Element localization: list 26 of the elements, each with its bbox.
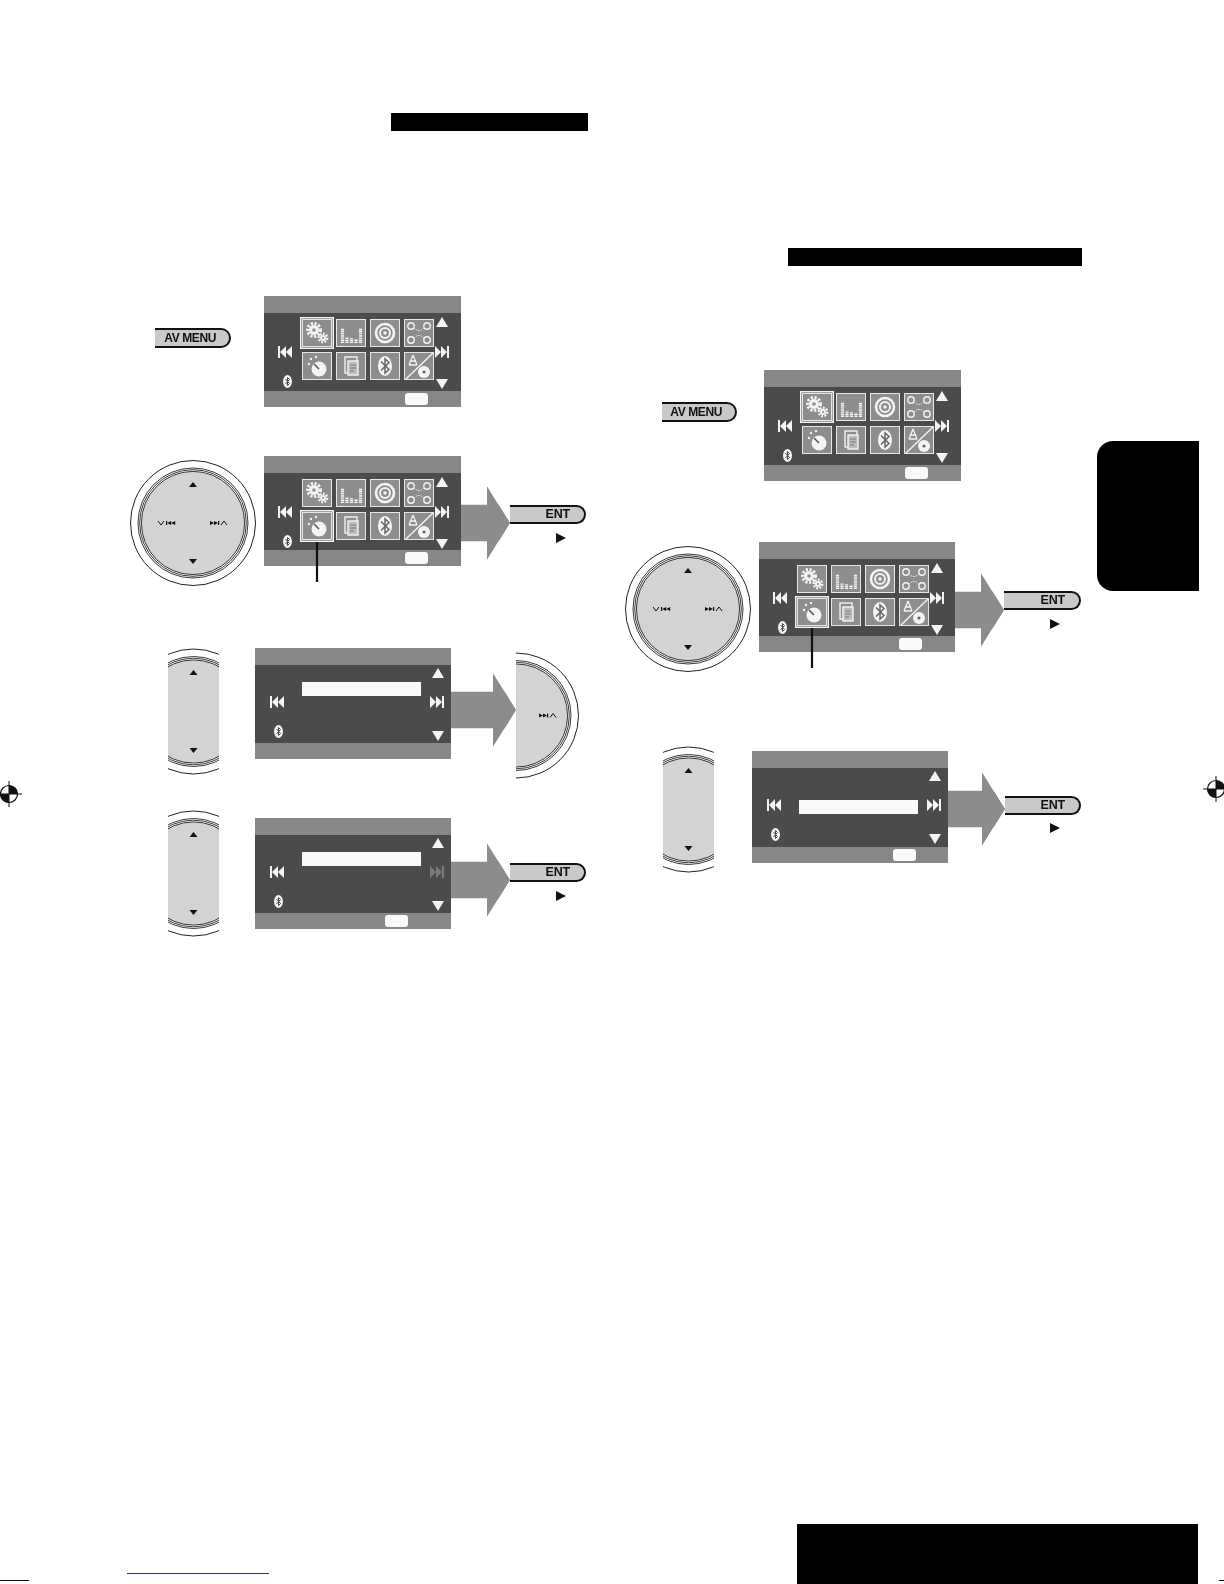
ent-button: ENT: [510, 505, 586, 524]
list-screen: [255, 648, 451, 759]
av-menu-button: AV MENU: [155, 328, 231, 348]
block-arrow: [451, 673, 516, 747]
knob-icon: [795, 596, 829, 628]
block-arrow: [451, 843, 510, 917]
heading-bar: [788, 248, 1082, 266]
block-arrow: [955, 573, 1004, 647]
list-screen: [752, 751, 948, 863]
control-dial-drawing: [516, 652, 580, 779]
leader-line: [810, 628, 814, 668]
menu-screen: [759, 542, 955, 652]
knob-icon: [300, 510, 334, 542]
list-screen: [255, 818, 451, 929]
menu-screen: [264, 296, 461, 407]
leader-line: [315, 542, 319, 582]
ent-button: ENT: [1005, 796, 1081, 815]
ent-button: ENT: [510, 863, 586, 882]
menu-screen: [264, 456, 461, 566]
block-arrow: [948, 772, 1005, 846]
menu-screen: [764, 370, 961, 481]
av-menu-button: AV MENU: [662, 402, 737, 422]
section-tab: [1097, 441, 1199, 591]
heading-bar: [391, 113, 588, 131]
ent-button: ENT: [1004, 591, 1081, 610]
block-arrow: [461, 486, 510, 560]
